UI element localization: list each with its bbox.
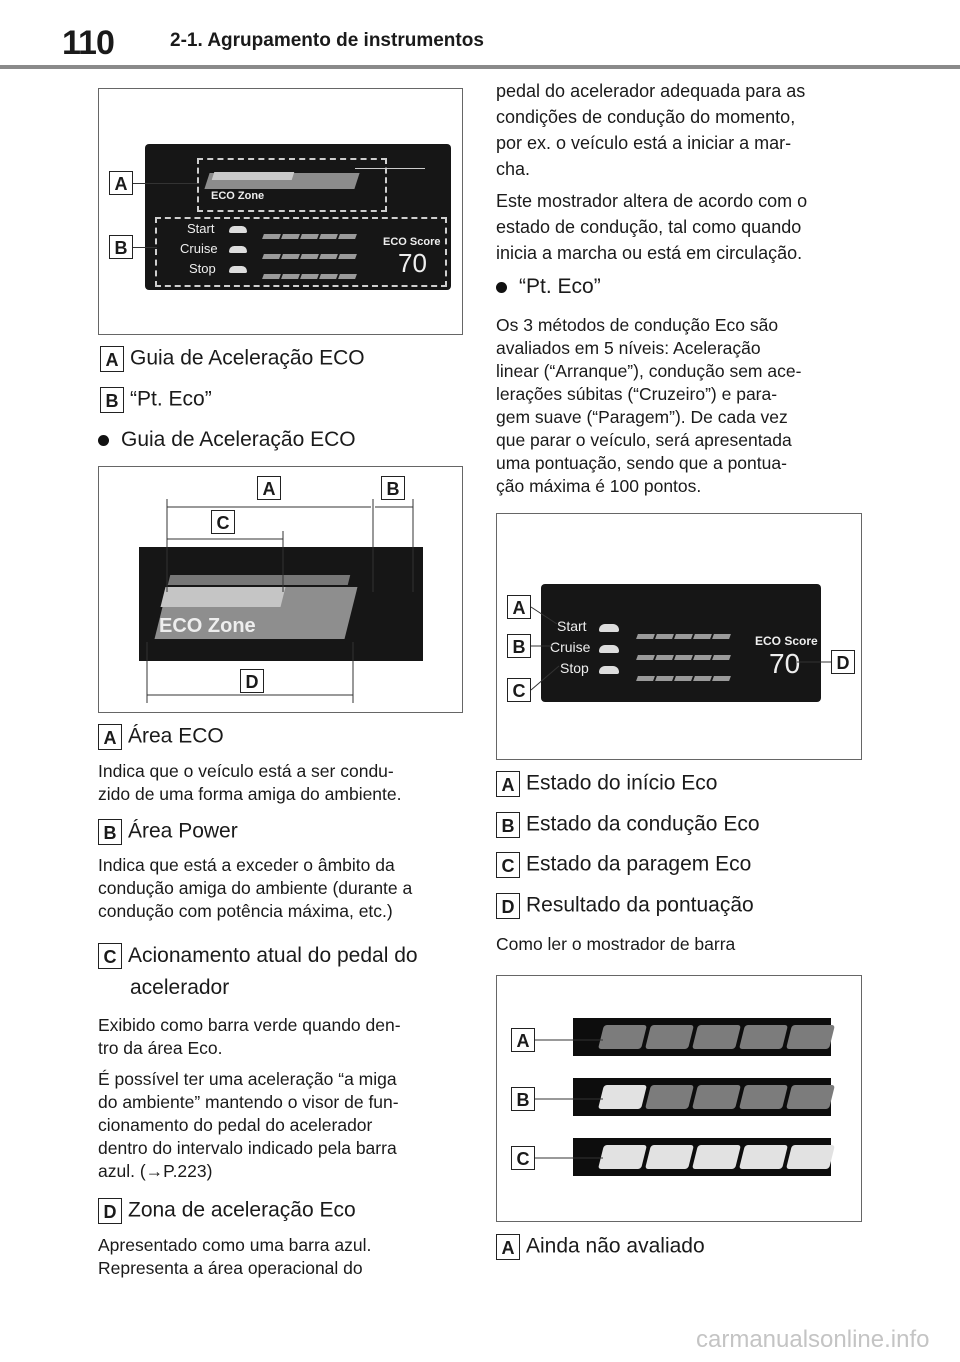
dimension-lines: [146, 499, 414, 703]
eco-zone-label: ECO Zone: [211, 190, 265, 202]
eco-score-title: ECO Score: [383, 236, 441, 248]
start-label: Start: [187, 221, 215, 236]
callout-c: C: [211, 510, 235, 534]
caption-b: B“Pt. Eco”: [100, 387, 212, 413]
callout-line: [133, 247, 157, 248]
figure-eco-display: ECO Zone Start Cruise Stop ECO Score 70 …: [98, 88, 463, 335]
bullet-heading-pt-eco: “Pt. Eco”: [496, 275, 601, 299]
stop-label: Stop: [189, 261, 216, 276]
car-icon: [229, 246, 247, 253]
page-number: 110: [62, 24, 115, 62]
callout-a: A: [257, 476, 281, 500]
callout-b: B: [109, 235, 133, 259]
guide-line: [355, 168, 425, 169]
callout-a: A: [511, 1028, 535, 1052]
bar-partial: [573, 1078, 835, 1116]
car-icon: [229, 266, 247, 273]
callout-lines: [535, 1039, 603, 1159]
start-segments: [262, 226, 358, 244]
callout-b: B: [381, 476, 405, 500]
section-title: 2-1. Agrupamento de instrumentos: [170, 30, 484, 51]
eco-score-title: ECO Score: [755, 634, 818, 648]
callout-c: C: [507, 678, 531, 702]
bar-not-evaluated: [573, 1018, 835, 1056]
eco-guide-outline: [197, 158, 387, 212]
cruise-segments: [262, 246, 358, 264]
bullet-icon: [98, 434, 109, 446]
car-icon: [599, 645, 619, 653]
eco-zone-label: ECO Zone: [159, 615, 256, 637]
callout-c: C: [511, 1146, 535, 1170]
callout-line: [133, 183, 197, 184]
callout-b: B: [511, 1087, 535, 1111]
right-intro-text: pedal do acelerador adequada para as con…: [496, 81, 808, 263]
figure-eco-score: Start Cruise Stop ECO Score 70 A B C D: [496, 513, 862, 760]
display-screen: ECO Zone Start Cruise Stop ECO Score 70: [145, 144, 451, 290]
stop-segments: [262, 266, 358, 284]
bullet-icon: [496, 281, 507, 293]
callout-lines: [530, 606, 831, 691]
callout-d: D: [240, 669, 264, 693]
bar-full: [573, 1138, 835, 1176]
cruise-label: Cruise: [550, 639, 591, 655]
stop-label: Stop: [560, 660, 589, 676]
figure-eco-zone: ECO Zone A B C D: [98, 466, 463, 713]
watermark: carmanualsonline.info: [696, 1326, 930, 1353]
bullet-heading: Guia de Aceleração ECO: [98, 428, 356, 452]
callout-b: B: [507, 634, 531, 658]
start-label: Start: [557, 618, 587, 634]
cruise-label: Cruise: [180, 241, 218, 256]
power-bar: [211, 172, 295, 180]
car-icon: [599, 624, 619, 632]
figure-bar-display: A B C: [496, 975, 862, 1222]
eco-score-value: 70: [398, 248, 427, 278]
bar-intro: Como ler o mostrador de barra: [496, 934, 736, 954]
car-icon: [229, 226, 247, 233]
eco-score-value: 70: [769, 648, 801, 679]
car-icon: [599, 666, 619, 674]
eco-score-outline: [155, 217, 447, 287]
callout-a: A: [507, 595, 531, 619]
callout-d: D: [831, 650, 855, 674]
display-screen: Start Cruise Stop ECO Score 70: [541, 584, 821, 702]
header-rule: [0, 65, 960, 69]
callout-a: A: [109, 171, 133, 195]
pt-eco-description: Os 3 métodos de condução Eco são avaliad…: [496, 315, 802, 496]
